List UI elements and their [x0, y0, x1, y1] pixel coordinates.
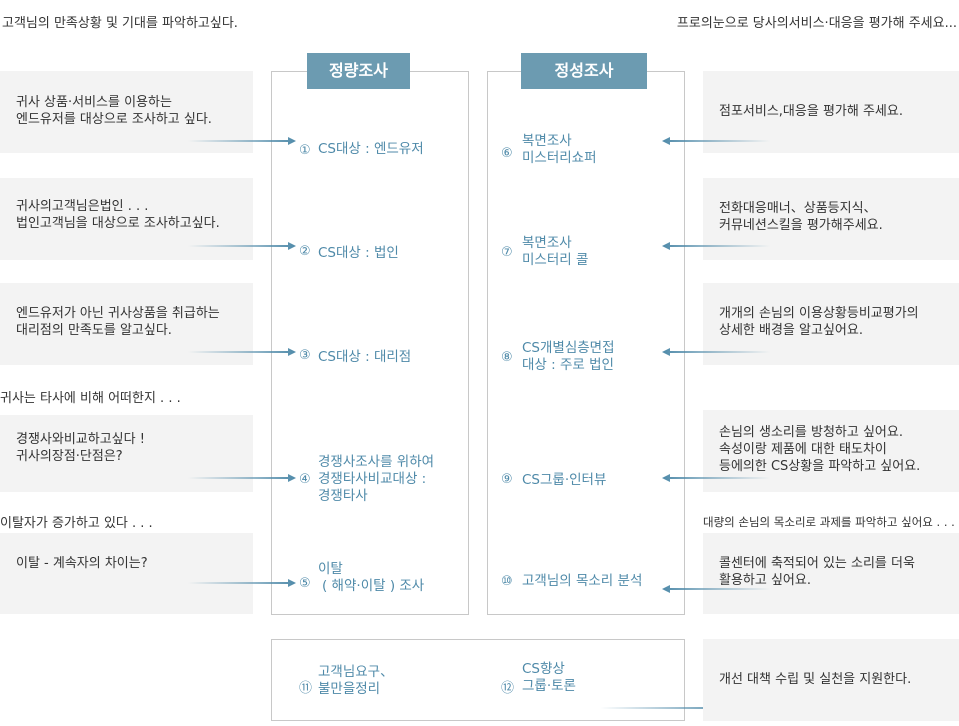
right-request-line: 속성이랑 제품에 대한 태도차이	[719, 442, 887, 457]
qual-item-line: 미스터리쇼퍼	[522, 150, 597, 166]
quant-item: 이탈 ( 해약·이탈 ) 조사	[318, 561, 424, 595]
bottom-result: 개선 대책 수립 및 실천을 지원한다.	[703, 639, 959, 721]
bottom-item-line: 그룹·토론	[522, 678, 576, 694]
arrow-left-icon	[662, 585, 770, 593]
quant-item: 경쟁사조사를 위하여 경쟁타사비교대상 : 경쟁타사	[318, 454, 434, 505]
item-number: ⑦	[501, 245, 513, 260]
quantitative-title: 정량조사	[307, 53, 410, 89]
qual-item: 복면조사 미스터리쇼퍼	[522, 133, 597, 167]
right-header: 프로의눈으로 당사의서비스·대응을 평가해 주세요...	[676, 16, 957, 31]
left-question-line: 대리점의 만족도를 알고싶다.	[16, 323, 172, 338]
qual-item: 고객님의 목소리 분석	[522, 573, 643, 589]
bottom-item-line: CS향상	[522, 661, 565, 677]
quant-item-line: 경쟁타사비교대상 :	[318, 471, 427, 487]
left-question-line: 이탈 - 계속자의 차이는?	[16, 556, 148, 571]
arrow-right-icon	[188, 137, 296, 145]
arrow-left-icon	[662, 137, 770, 145]
item-number: ②	[299, 244, 311, 259]
item-number: ⑥	[501, 146, 513, 161]
left-question-line: 귀사의고객님은법인 . . .	[16, 199, 149, 214]
arrow-right-icon	[188, 242, 296, 250]
qual-item-line: CS개별심층면접	[522, 340, 615, 356]
right-request: 점포서비스,대응을 평가해 주세요.	[703, 71, 959, 153]
arrow-left-icon	[662, 474, 770, 482]
qual-item-line: 미스터리 콜	[522, 252, 589, 268]
item-number: ⑧	[501, 350, 513, 365]
qual-item: 복면조사 미스터리 콜	[522, 235, 588, 269]
right-request: 콜센터에 축적되어 있는 소리를 더욱 활용하고 싶어요.	[703, 533, 959, 614]
left-question-line: 귀사 상품·서비스를 이용하는	[16, 95, 172, 110]
bottom-item-line: 고객님요구、	[318, 664, 394, 680]
right-request-line: 손님의 생소리를 방청하고 싶어요.	[719, 425, 903, 440]
left-question: 귀사의고객님은법인 . . . 법인고객님을 대상으로 조사하고싶다.	[0, 178, 253, 260]
arrow-left-icon	[662, 242, 770, 250]
arrow-left-icon	[662, 348, 770, 356]
quant-item-line: 경쟁타사	[318, 488, 368, 504]
item-number: ④	[299, 472, 311, 487]
arrow-right-icon	[600, 704, 740, 712]
right-request-line: 활용하고 싶어요.	[719, 573, 811, 588]
arrow-right-icon	[188, 474, 296, 482]
quant-item-line: 이탈	[318, 561, 343, 577]
item-number: ③	[299, 348, 311, 363]
left-question: 이탈 - 계속자의 차이는?	[0, 533, 253, 614]
qual-item-line: 복면조사	[522, 133, 572, 149]
qualitative-panel	[487, 71, 685, 615]
qualitative-title: 정성조사	[521, 53, 647, 89]
qual-item: CS그룹·인터뷰	[522, 472, 607, 488]
quant-item-line: ( 해약·이탈 ) 조사	[322, 578, 425, 594]
left-question-line: 법인고객님을 대상으로 조사하고싶다.	[16, 216, 220, 231]
qual-item-line: 대상 : 주로 법인	[522, 357, 614, 373]
right-request-line: 전화대응매너、상품등지식、	[719, 201, 877, 216]
quantitative-panel	[271, 71, 469, 615]
right-request-line: 상세한 배경을 알고싶어요.	[719, 323, 863, 338]
left-question-line: 엔드유저가 아닌 귀사상품을 취급하는	[16, 306, 220, 321]
arrow-right-icon	[188, 348, 296, 356]
right-separator-text: 대량의 손님의 목소리로 과제를 파악하고 싶어요 . . .	[703, 515, 955, 529]
left-question-line: 경쟁사와비교하고싶다 !	[16, 432, 145, 447]
item-number: ⑨	[501, 472, 513, 487]
item-number: ⑫	[501, 681, 515, 696]
qual-item-line: 복면조사	[522, 235, 572, 251]
right-request-line: 점포서비스,대응을 평가해 주세요.	[719, 104, 903, 119]
bottom-item: CS향상 그룹·토론	[522, 661, 576, 695]
left-question-line: 귀사의장점·단점은?	[16, 449, 123, 464]
left-question: 귀사 상품·서비스를 이용하는 엔드유저를 대상으로 조사하고 싶다.	[0, 71, 253, 153]
left-question-line: 엔드유저를 대상으로 조사하고 싶다.	[16, 112, 212, 127]
left-header: 고객님의 만족상황 및 기대를 파악하고싶다.	[2, 16, 238, 31]
right-request-line: 개개의 손님의 이용상황등비교평가의	[719, 306, 919, 321]
arrow-right-icon	[188, 579, 296, 587]
quant-item-line: 경쟁사조사를 위하여	[318, 454, 435, 470]
left-question: 경쟁사와비교하고싶다 ! 귀사의장점·단점은?	[0, 415, 253, 492]
item-number: ⑪	[299, 681, 313, 696]
right-request-line: 등에의한 CS상황을 파악하고 싶어요.	[719, 459, 921, 474]
item-number: ①	[299, 143, 311, 158]
right-request-line: 커뮤네션스킬을 평가해주세요.	[719, 218, 883, 233]
bottom-item: 고객님요구、 불만을정리	[318, 664, 394, 698]
item-number: ⑤	[299, 576, 311, 591]
right-request-line: 콜센터에 축적되어 있는 소리를 더욱	[719, 556, 915, 571]
quant-item: CS대상 : 엔드유저	[318, 141, 424, 157]
qual-item: CS개별심층면접 대상 : 주로 법인	[522, 340, 615, 374]
item-number: ⑩	[501, 574, 513, 589]
bottom-item-line: 불만을정리	[318, 681, 381, 697]
left-separator-text: 귀사는 타사에 비해 어떠한지 . . .	[0, 391, 181, 406]
quant-item: CS대상 : 법인	[318, 245, 399, 261]
quant-item: CS대상 : 대리점	[318, 349, 412, 365]
bottom-result-text: 개선 대책 수립 및 실천을 지원한다.	[719, 672, 912, 687]
left-separator-text: 이탈자가 증가하고 있다 . . .	[0, 516, 153, 531]
